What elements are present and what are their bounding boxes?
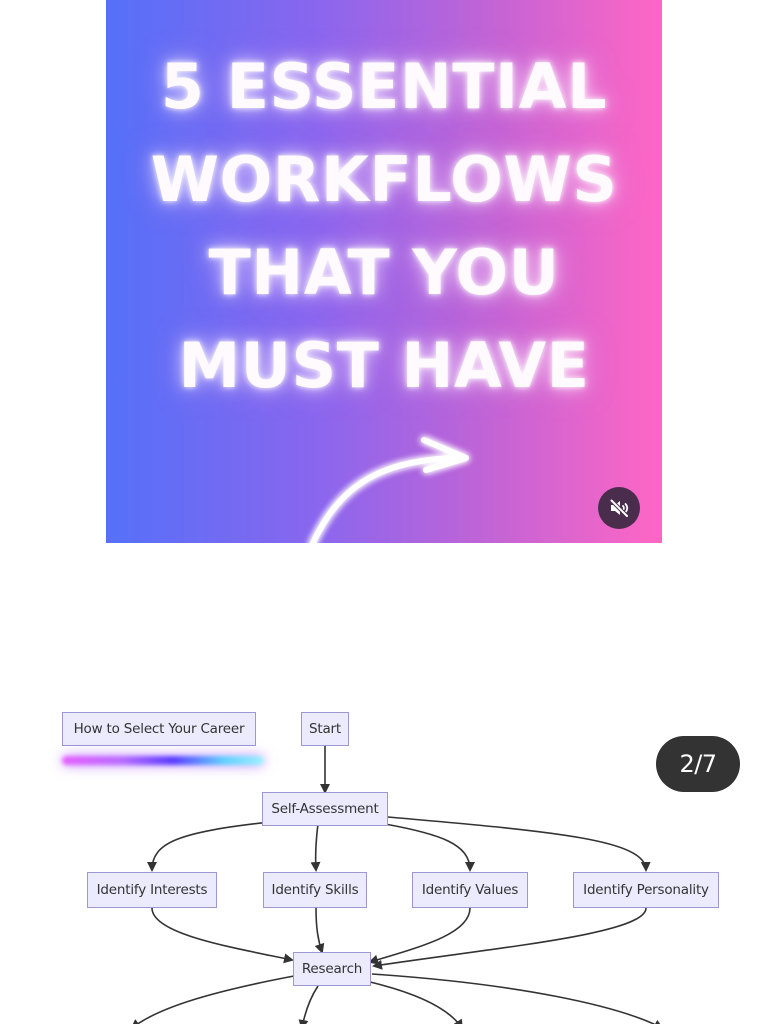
edge-self-personality — [387, 816, 651, 872]
node-research: Research — [293, 952, 371, 986]
edge-research-out-1 — [130, 975, 295, 1024]
node-identify-interests: Identify Interests — [87, 872, 217, 908]
edge-skills-research — [314, 907, 325, 954]
edge-self-skills — [310, 823, 321, 872]
headline-line: MUST HAVE — [178, 329, 590, 402]
video-headline: 5 ESSENTIAL WORKFLOWS THAT YOU MUST HAVE — [106, 40, 662, 412]
edge-research-out-3 — [369, 981, 464, 1024]
node-start: Start — [301, 712, 349, 746]
speaker-muted-icon — [609, 498, 629, 518]
node-identify-values: Identify Values — [412, 872, 528, 908]
node-identify-skills: Identify Skills — [263, 872, 367, 908]
edge-values-research — [368, 907, 471, 965]
edge-research-out-2 — [298, 985, 319, 1024]
headline-line: 5 ESSENTIAL — [160, 50, 608, 123]
flowchart-title-node: How to Select Your Career — [62, 712, 256, 746]
edge-personality-research — [372, 907, 647, 970]
headline-line: WORKFLOWS — [150, 143, 618, 216]
edge-self-interests — [147, 821, 271, 872]
mute-button[interactable] — [598, 487, 640, 529]
title-glow-underline — [62, 756, 264, 765]
carousel-post[interactable]: How to Select Your Career Start Self-Ass… — [0, 672, 768, 1024]
flowchart-edges — [130, 746, 664, 1024]
edge-research-out-4 — [371, 973, 664, 1024]
edge-self-values — [384, 823, 475, 872]
video-post[interactable]: 5 ESSENTIAL WORKFLOWS THAT YOU MUST HAVE — [106, 0, 662, 543]
node-identify-personality: Identify Personality — [573, 872, 719, 908]
headline-line: THAT YOU — [208, 236, 560, 309]
slide-counter: 2/7 — [656, 736, 740, 792]
node-self-assessment: Self-Assessment — [262, 792, 388, 826]
edge-interests-research — [151, 907, 294, 964]
